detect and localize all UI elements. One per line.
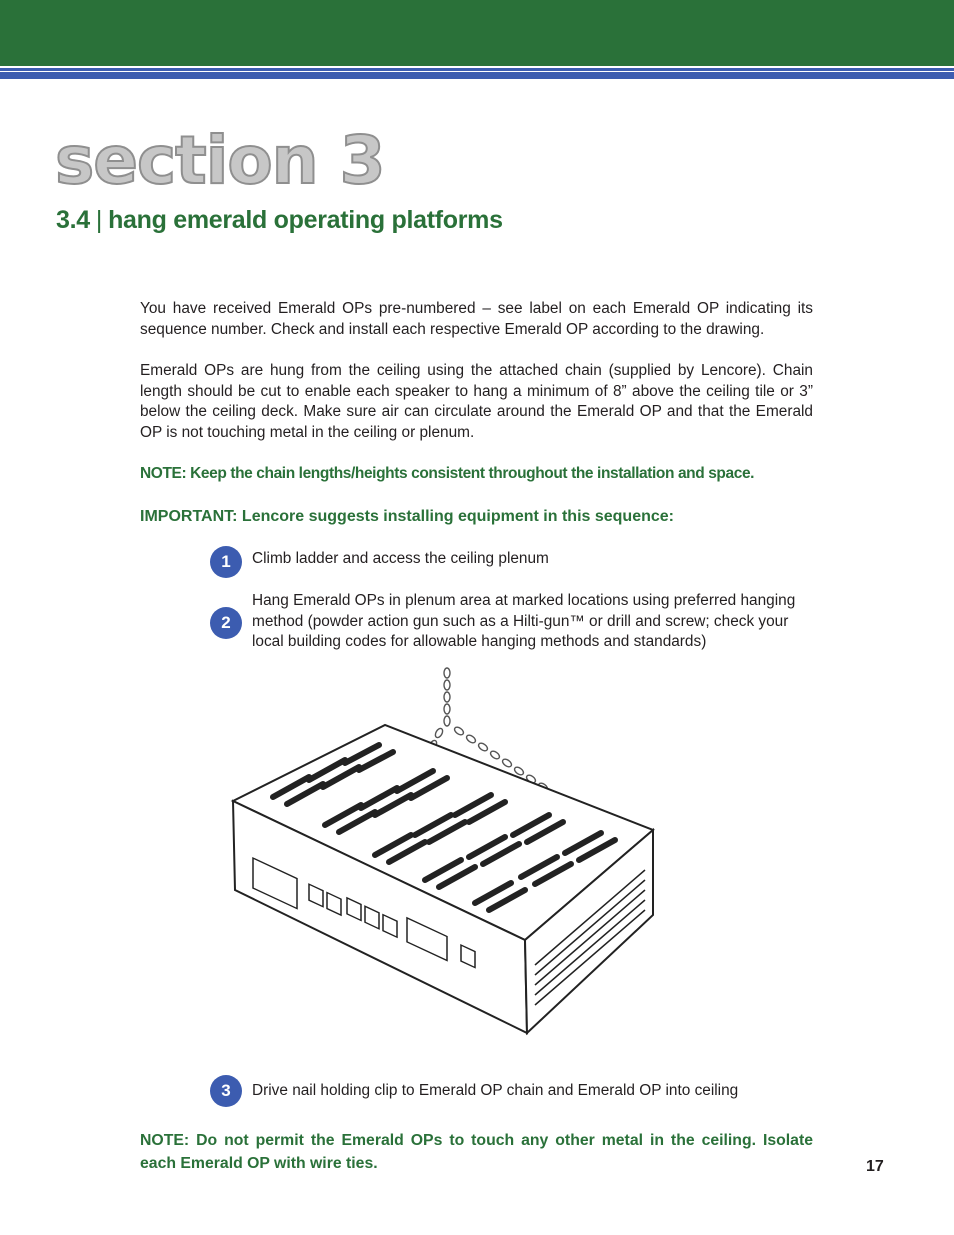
step-2-badge: 2 [210, 607, 242, 639]
step-1-badge: 1 [210, 546, 242, 578]
chain-paragraph: Emerald OPs are hung from the ceiling us… [140, 362, 813, 441]
header-blue-rule-thick [0, 72, 954, 79]
subsection-separator: | [95, 206, 103, 234]
subsection-title: hang emerald operating platforms [108, 206, 503, 234]
subsection-number: 3.4 [56, 206, 90, 234]
sequence-heading: IMPORTANT: Lencore suggests installing e… [140, 508, 674, 525]
header-blue-rule-thin [0, 68, 954, 71]
step-2-text: Hang Emerald OPs in plenum area at marke… [252, 592, 796, 650]
page-number: 17 [866, 1158, 884, 1175]
emerald-op-illustration [230, 667, 655, 1036]
metal-contact-note: NOTE: Do not permit the Emerald OPs to t… [140, 1132, 813, 1172]
section-title: section 3 [54, 122, 387, 199]
step-3-text: Drive nail holding clip to Emerald OP ch… [252, 1082, 739, 1099]
chain-note: NOTE: Keep the chain lengths/heights con… [140, 465, 755, 482]
intro-paragraph: You have received Emerald OPs pre-number… [140, 300, 813, 338]
step-1-text: Climb ladder and access the ceiling plen… [252, 550, 549, 567]
header-green-band [0, 0, 954, 66]
step-3-badge: 3 [210, 1075, 242, 1107]
subsection-heading: 3.4|hang emerald operating platforms [56, 206, 503, 235]
vent-slots [270, 742, 618, 913]
